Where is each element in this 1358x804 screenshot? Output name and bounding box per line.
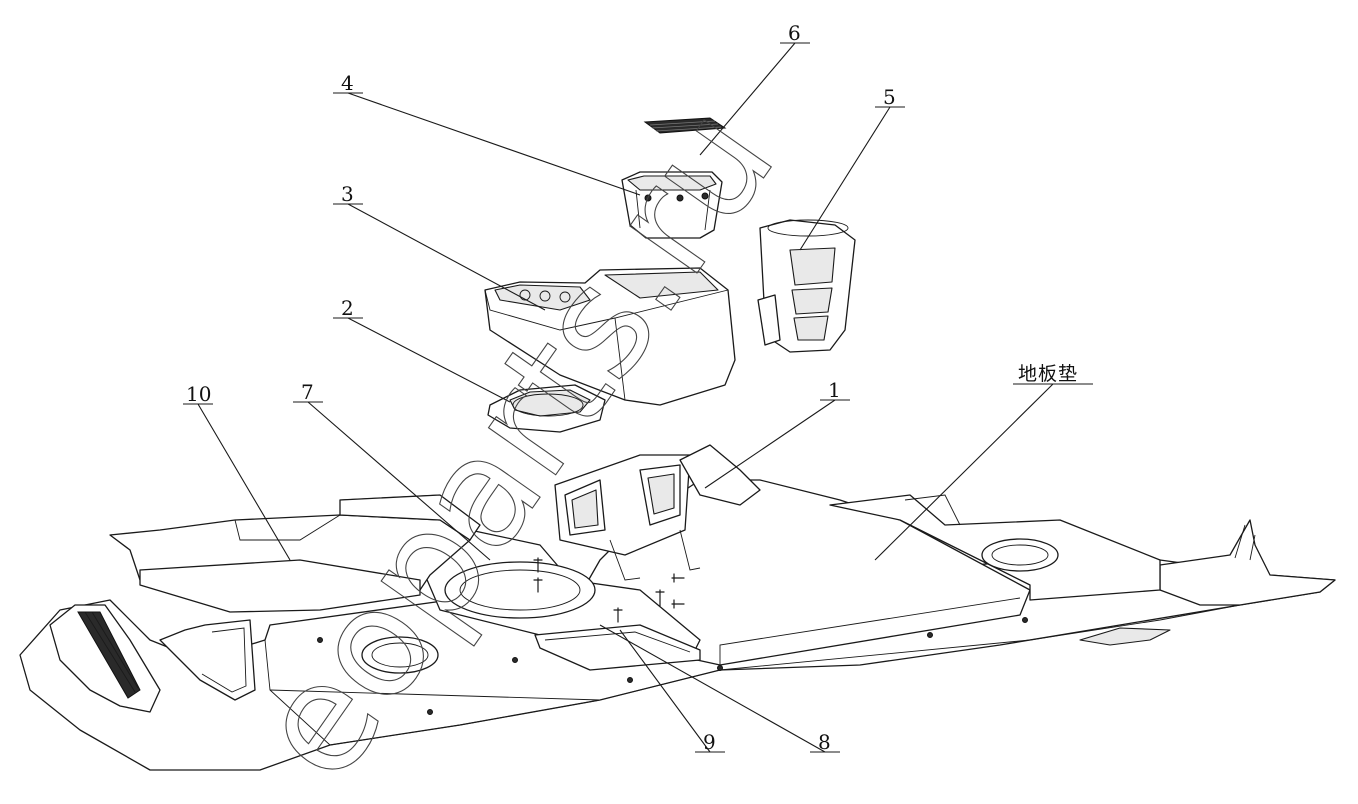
floor-bolts [317, 617, 1028, 715]
callout-10: 10 [186, 382, 211, 406]
bracket-part-1 [554, 444, 761, 581]
storage-box-part-4 [621, 171, 723, 239]
callout-floor-mat: 地板垫 [1018, 363, 1078, 385]
callout-9: 9 [703, 730, 716, 754]
callout-8: 8 [818, 730, 831, 754]
ring-trim-part-2 [487, 384, 606, 433]
callout-2: 2 [341, 296, 354, 320]
callout-3: 3 [341, 182, 354, 206]
lid-pad-part-6 [643, 117, 727, 134]
callout-5: 5 [883, 85, 896, 109]
callout-1: 1 [828, 378, 841, 402]
left-floor-mat-10 [109, 494, 481, 613]
callout-7: 7 [301, 380, 314, 404]
console-body-part-3 [484, 267, 736, 406]
center-tunnel [424, 529, 701, 671]
callout-4: 4 [341, 71, 354, 95]
callout-labels: 6 4 5 3 2 1 地板垫 10 7 8 9 [186, 21, 1078, 754]
cup-holder-part-5 [757, 219, 856, 353]
leader-lines [183, 42, 1093, 753]
fasteners [533, 557, 685, 623]
callout-6: 6 [788, 21, 801, 45]
